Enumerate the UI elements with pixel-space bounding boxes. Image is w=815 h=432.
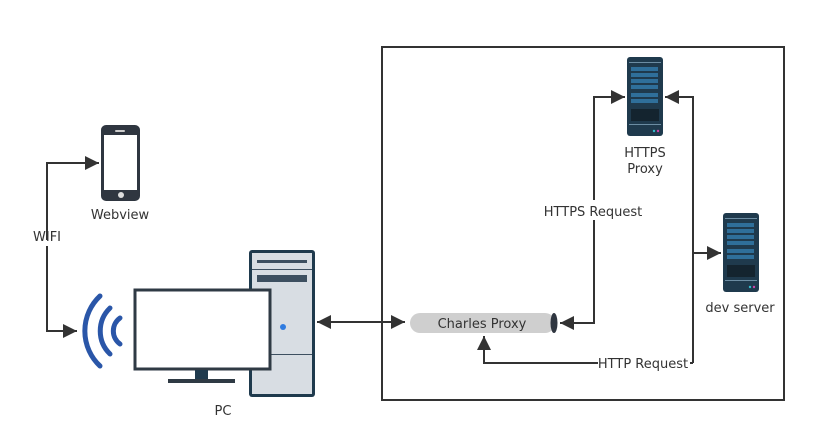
wifi-signal-icon <box>82 293 123 369</box>
https-proxy-label-line1: HTTPS <box>624 146 666 161</box>
proxy-boundary-box <box>381 46 785 401</box>
https-request-to-proxy <box>593 90 625 200</box>
arrow-to-https-proxy <box>665 90 694 363</box>
wifi-connector-to-pc <box>46 246 77 338</box>
webview-label: Webview <box>91 208 150 223</box>
https-proxy-label-line2: Proxy <box>627 162 663 177</box>
http-request-to-charles <box>477 336 598 364</box>
dev-server-label: dev server <box>705 301 775 316</box>
https-response-to-charles <box>560 220 595 330</box>
wifi-connector-to-phone <box>46 156 99 240</box>
monitor-icon <box>133 288 272 383</box>
pc-label: PC <box>215 404 232 419</box>
charles-proxy-label: Charles Proxy <box>438 317 527 332</box>
phone-icon <box>101 125 140 201</box>
charles-proxy-node <box>410 313 558 333</box>
http-request-label: HTTP Request <box>598 357 688 372</box>
https-request-label: HTTPS Request <box>544 205 642 220</box>
https-proxy-server-icon <box>627 57 663 136</box>
dev-server-icon <box>723 213 759 292</box>
wifi-label: WIFI <box>33 230 61 245</box>
